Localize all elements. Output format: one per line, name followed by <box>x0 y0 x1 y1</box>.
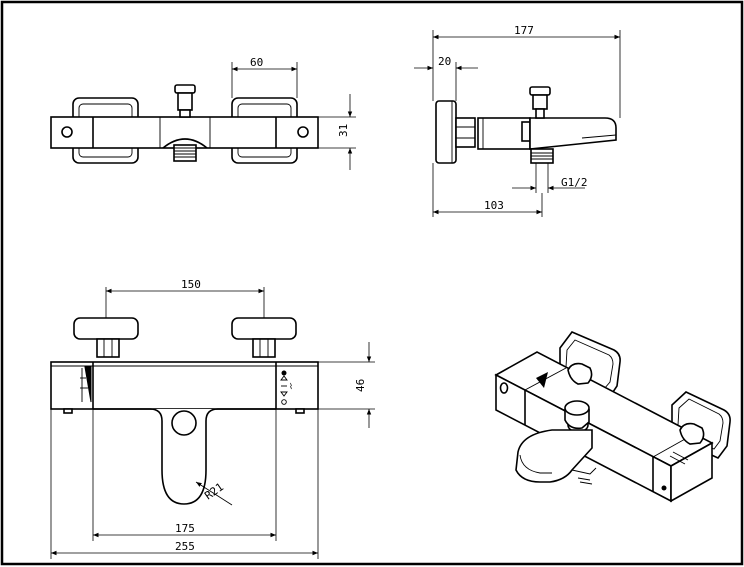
dim-overall-depth: 177 <box>514 24 534 37</box>
dim-handle-width: 60 <box>250 56 263 69</box>
isometric-view <box>494 331 731 503</box>
dim-wall-plate: 20 <box>438 55 451 68</box>
top-view: 60 31 <box>50 56 356 170</box>
dim-handle-spacing: 150 <box>181 278 201 291</box>
dim-overall-width: 255 <box>175 540 195 553</box>
svg-text:⌇: ⌇ <box>289 382 293 391</box>
dim-body-height-front: 46 <box>354 379 367 392</box>
dim-outlet-thread: G1/2 <box>561 176 588 189</box>
front-view: ⌇ R21 150 46 175 255 <box>50 278 375 559</box>
dim-outlet-offset: 103 <box>484 199 504 212</box>
dim-inner-width: 175 <box>175 522 195 535</box>
side-view: 177 20 G1/2 103 <box>414 24 621 217</box>
dim-body-height-top: 31 <box>337 124 350 137</box>
